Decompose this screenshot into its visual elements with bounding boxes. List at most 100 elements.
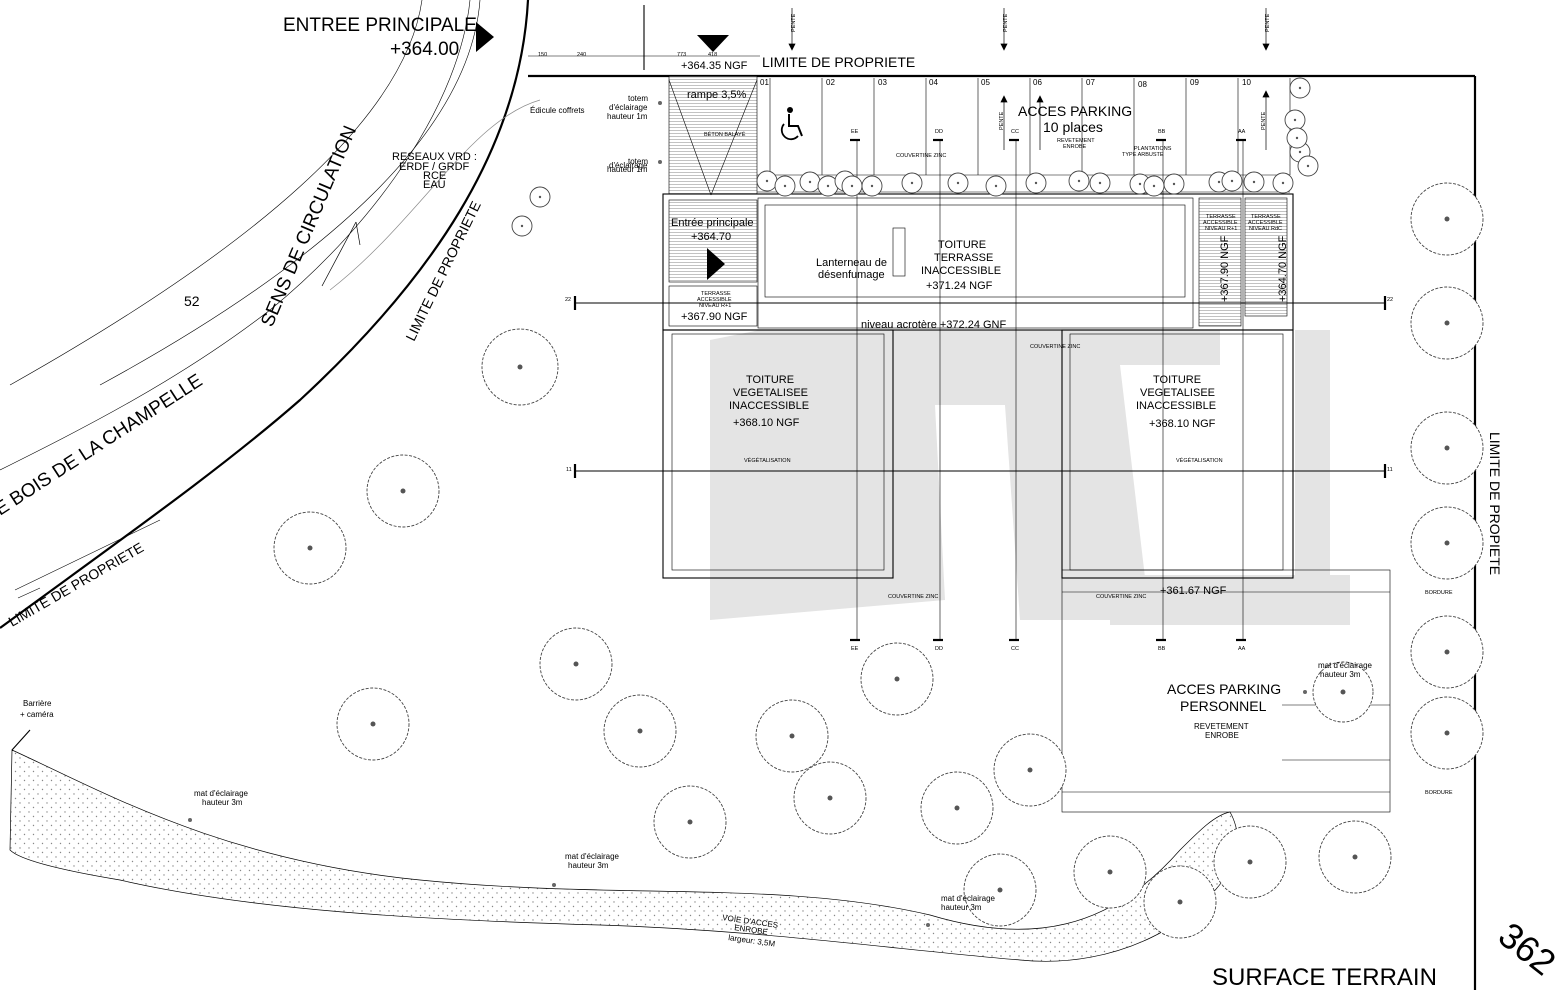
totem2-l2: d'éclairage — [609, 161, 648, 170]
mat-1-l2: hauteur 3m — [202, 798, 243, 807]
tree-center — [910, 181, 914, 185]
network-1: RESEAUX VRD : — [392, 151, 477, 163]
zinc-right: COUVERTINE ZINC — [1096, 594, 1146, 600]
terrace-rdc-l1: TERRASSE — [1251, 214, 1281, 220]
tree-center — [520, 224, 524, 228]
tree-center — [827, 795, 833, 801]
tree-center — [1138, 182, 1142, 186]
totem1-l1: totem — [628, 94, 648, 103]
stall-02: 02 — [826, 78, 835, 87]
plantations-l1: PLANTATIONS — [1134, 146, 1172, 152]
pente-5: PENTE — [1261, 111, 1267, 130]
surface-label: SURFACE TERRAIN — [1212, 964, 1437, 991]
edicule-label: Édicule coffrets — [530, 106, 585, 115]
tree-center — [370, 721, 376, 727]
tree-center — [1077, 179, 1081, 183]
tree-center — [850, 184, 854, 188]
tree-center — [1152, 184, 1156, 188]
roof-terrace-l3: INACCESSIBLE — [921, 265, 1001, 277]
tree-center — [687, 819, 693, 825]
tree-center — [954, 805, 960, 811]
sec-aa-top: AA — [1238, 129, 1246, 135]
tree-center — [1252, 180, 1256, 184]
sec-bb-bottom: BB — [1158, 646, 1166, 652]
parking-top-rev1: REVETEMENT — [1057, 138, 1095, 144]
network-2: ERDF / GRDF — [399, 161, 470, 173]
building — [662, 193, 1294, 579]
staff-parking-rev1: REVETEMENT — [1194, 722, 1249, 731]
tree-center — [1107, 869, 1113, 875]
tree-center — [826, 184, 830, 188]
roof-veg-right-l2: VEGETALISEE — [1140, 387, 1215, 399]
tree-center — [1298, 86, 1302, 90]
totem1-l2: d'éclairage — [609, 103, 648, 112]
tree-center — [1281, 181, 1285, 185]
slope-arrows — [788, 8, 1270, 150]
dim-1: 150 — [538, 52, 547, 58]
tree-center — [1444, 540, 1450, 546]
property-limit-road-a: LIMITE DE PROPRIETE — [402, 199, 484, 344]
roof-veg-left-l3: INACCESSIBLE — [729, 400, 809, 412]
grid-22-left: 22 — [565, 297, 571, 303]
wheelchair-icon — [780, 107, 803, 141]
sec-cc-bottom: CC — [1011, 646, 1019, 652]
zinc-left: COUVERTINE ZINC — [888, 594, 938, 600]
section-lines — [573, 138, 1387, 642]
terrace-r1-l1: TERRASSE — [1206, 214, 1236, 220]
barrier-l2: + caméra — [20, 710, 54, 719]
terrace-r1-l2: ACCESSIBLE — [1203, 220, 1238, 226]
pente-4: PENTE — [999, 111, 1005, 130]
lower-level: +361.67 NGF — [1160, 585, 1227, 597]
stall-01: 01 — [760, 78, 769, 87]
terrace-rdc-l3: NIVEAU RdC — [1249, 226, 1282, 232]
veg-left: VÉGÉTALISATION — [744, 457, 791, 464]
tree-center — [1098, 181, 1102, 185]
stall-06: 06 — [1033, 78, 1042, 87]
parking-top-rev2: ENROBE — [1063, 144, 1087, 150]
plantations-l2: TYPE ARBUSTE — [1122, 152, 1164, 158]
barrier-l1: Barrière — [23, 699, 52, 708]
tree-center — [1444, 320, 1450, 326]
tree-center — [1444, 649, 1450, 655]
sec-aa-bottom: AA — [1238, 646, 1246, 652]
terrace-r1-l3: NIVEAU R+1 — [1205, 226, 1237, 232]
property-limit-top: LIMITE DE PROPRIETE — [762, 54, 915, 70]
main-entrance-arrow-icon — [707, 248, 725, 280]
level-triangle-icon — [697, 35, 729, 52]
network-4: EAU — [423, 179, 446, 191]
tree-center — [1247, 859, 1253, 865]
tree-center — [1444, 730, 1450, 736]
stall-09: 09 — [1190, 78, 1199, 87]
mat-staff-l1: mat d'éclairage — [1318, 661, 1373, 670]
zinc-mid: COUVERTINE ZINC — [1030, 344, 1080, 350]
terrace-left-level: +367.90 NGF — [681, 311, 748, 323]
tree-center — [1444, 216, 1450, 222]
stall-04: 04 — [929, 78, 938, 87]
street-label: E BOIS DE LA CHAMPELLE — [0, 370, 206, 520]
tree-center — [997, 887, 1003, 893]
zinc-top: COUVERTINE ZINC — [896, 153, 946, 159]
grid-22-right: 22 — [1387, 297, 1393, 303]
parking-top-l1: ACCES PARKING — [1018, 103, 1132, 119]
roof-veg-left-l2: VEGETALISEE — [733, 387, 808, 399]
dim-4: 418 — [708, 52, 717, 58]
mat-2-l1: mat d'éclairage — [565, 852, 620, 861]
staff-parking-l2: PERSONNEL — [1180, 698, 1267, 714]
north-arrow-icon — [321, 221, 361, 287]
contour-label: 362 — [1491, 914, 1564, 983]
tree-center — [994, 184, 998, 188]
grid-11-left: 11 — [566, 467, 572, 473]
tree-center — [1298, 150, 1302, 154]
tree-center — [1027, 767, 1033, 773]
totem2-l1: totem — [628, 157, 648, 166]
lanterneau-l2: désenfumage — [818, 269, 885, 281]
tree-center — [783, 184, 787, 188]
roof-veg-right-l3: INACCESSIBLE — [1136, 400, 1216, 412]
roof-veg-left-l1: TOITURE — [746, 374, 794, 386]
tree-center — [956, 181, 960, 185]
circulation-label: SENS DE CIRCULATION — [257, 123, 361, 330]
roof-veg-right-level: +368.10 NGF — [1149, 418, 1216, 430]
dim-2: 240 — [577, 52, 586, 58]
tree-center — [538, 195, 542, 199]
